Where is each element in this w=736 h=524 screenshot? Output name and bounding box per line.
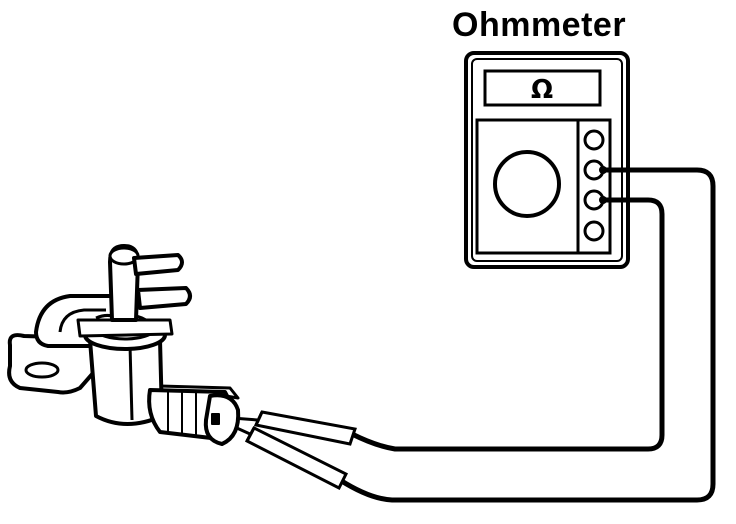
- valve-nipple-lower: [136, 286, 192, 310]
- meter-dial: [493, 150, 561, 218]
- ohm-symbol: Ω: [531, 75, 553, 105]
- meter-display: [483, 69, 602, 107]
- probe-upper: [231, 410, 357, 446]
- diagram-title: Ohmmeter: [452, 6, 627, 44]
- bracket-hole: [24, 361, 60, 379]
- meter-jack-4: [583, 220, 605, 242]
- meter-body-inner: [471, 58, 623, 262]
- test-lead-inner: [350, 197, 665, 452]
- meter-jack-1: [583, 129, 605, 151]
- ohmmeter: [464, 51, 630, 269]
- test-lead-outer: [338, 167, 716, 503]
- valve-nipple-upper: [132, 253, 184, 276]
- test-leads: [338, 166, 716, 503]
- connector-face: [203, 393, 241, 446]
- vacuum-switching-valve: [7, 244, 241, 446]
